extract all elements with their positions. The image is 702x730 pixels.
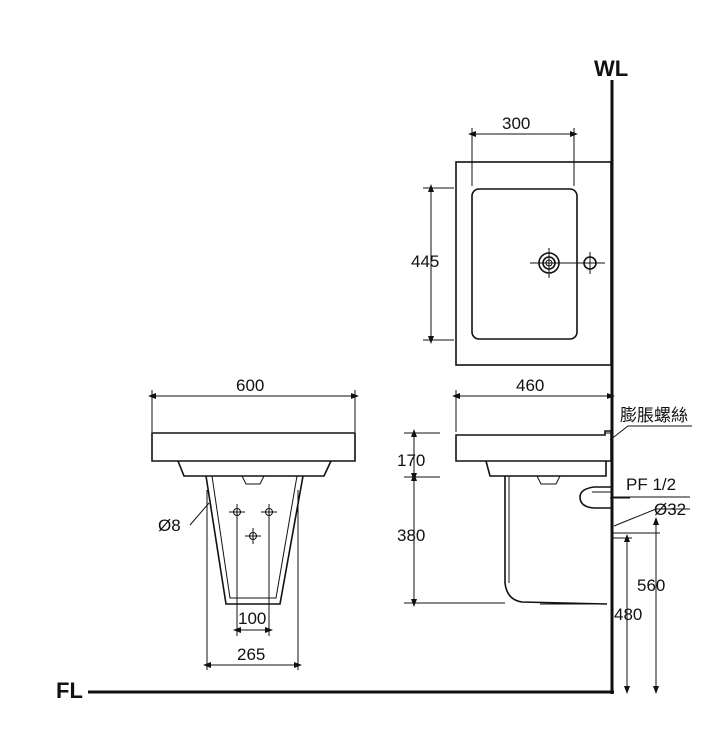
dim-pedestal-height: 380 bbox=[397, 526, 425, 545]
dim-front-width: 600 bbox=[236, 376, 264, 395]
dim-supply-height: 480 bbox=[614, 605, 642, 624]
floor-label: FL bbox=[56, 678, 83, 703]
top-view-outline bbox=[455, 161, 612, 366]
front-view: 600 Ø8 100 265 bbox=[148, 376, 359, 670]
anchor-bolt-label: 膨脹螺絲 bbox=[620, 406, 688, 425]
pipe-thread-label: PF 1/2 bbox=[626, 475, 676, 494]
front-basin bbox=[151, 432, 356, 462]
side-basin bbox=[455, 430, 612, 462]
bolt-diameter-label: Ø8 bbox=[158, 516, 181, 535]
supply-pipe bbox=[579, 486, 611, 509]
side-pedestal bbox=[504, 476, 608, 605]
dim-basin-height: 170 bbox=[397, 451, 425, 470]
dim-bolt-spacing: 100 bbox=[238, 609, 266, 628]
top-view-bowl bbox=[471, 188, 578, 340]
dim-drain-height: 560 bbox=[637, 576, 665, 595]
drain-diameter-label: Ø32 bbox=[654, 500, 686, 519]
top-view: 300 445 bbox=[411, 114, 612, 366]
wall-label: WL bbox=[594, 56, 628, 81]
dim-pedestal-base: 265 bbox=[237, 645, 265, 664]
dim-top-depth: 445 bbox=[411, 252, 439, 271]
side-view: 460 170 380 膨脹螺絲 PF 1/2 Ø32 bbox=[397, 376, 692, 694]
front-pedestal bbox=[205, 475, 304, 605]
dim-top-width: 300 bbox=[502, 114, 530, 133]
dim-side-depth: 460 bbox=[516, 376, 544, 395]
